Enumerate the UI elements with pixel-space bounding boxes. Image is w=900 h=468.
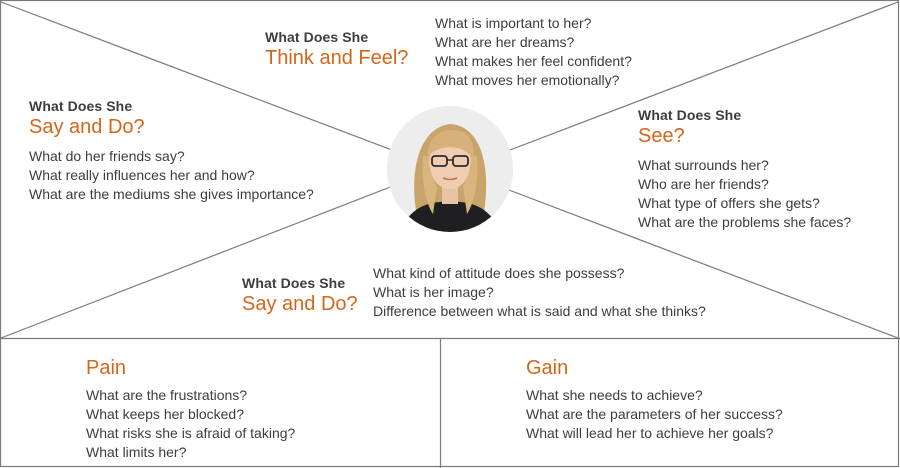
- see-title: See?: [638, 125, 685, 147]
- think-feel-questions: What is important to her? What are her d…: [435, 14, 632, 90]
- pain-title: Pain: [86, 357, 127, 379]
- say-do-left-kicker: What Does She: [29, 98, 133, 114]
- question-item: What surrounds her?: [638, 157, 769, 173]
- question-item: What keeps her blocked?: [86, 406, 244, 422]
- pain-section: Pain What are the frustrations? What kee…: [86, 357, 295, 462]
- think-feel-heading: What Does She Think and Feel?: [265, 29, 408, 78]
- pain-questions: What are the frustrations? What keeps he…: [86, 386, 295, 462]
- say-do-bottom-title: Say and Do?: [242, 293, 358, 315]
- question-item: What is her image?: [373, 284, 494, 300]
- question-item: What moves her emotionally?: [435, 72, 620, 88]
- say-do-bottom-questions: What kind of attitude does she possess? …: [373, 264, 706, 321]
- question-item: What do her friends say?: [29, 148, 185, 164]
- say-do-bottom-heading: What Does She Say and Do?: [242, 275, 358, 324]
- diagonal-top-left: [0, 1, 393, 151]
- question-item: What are the problems she faces?: [638, 214, 852, 230]
- persona-portrait: [387, 106, 513, 232]
- question-item: What is important to her?: [435, 15, 592, 31]
- see-section: What Does She See? What surrounds her? W…: [638, 107, 851, 232]
- question-item: What kind of attitude does she possess?: [373, 265, 625, 281]
- question-item: What risks she is afraid of taking?: [86, 425, 296, 441]
- diagonal-bottom-left: [0, 185, 394, 339]
- say-do-left-questions: What do her friends say? What really inf…: [29, 147, 314, 204]
- question-item: What type of offers she gets?: [638, 195, 820, 211]
- gain-questions: What she needs to achieve? What are the …: [526, 386, 783, 443]
- say-do-bottom-kicker: What Does She: [242, 275, 346, 291]
- question-item: What makes her feel confident?: [435, 53, 632, 69]
- diagonal-bottom-right: [508, 189, 899, 339]
- question-item: What are her dreams?: [435, 34, 575, 50]
- question-item: What are the frustrations?: [86, 387, 248, 403]
- question-item: What are the parameters of her success?: [526, 406, 783, 422]
- question-item: What really influences her and how?: [29, 167, 255, 183]
- gain-section: Gain What she needs to achieve? What are…: [526, 357, 783, 443]
- say-do-left-title: Say and Do?: [29, 116, 145, 138]
- question-item: What limits her?: [86, 444, 187, 460]
- think-feel-kicker: What Does She: [265, 29, 369, 45]
- question-item: What she needs to achieve?: [526, 387, 703, 403]
- question-item: Difference between what is said and what…: [373, 303, 706, 319]
- question-item: What will lead her to achieve her goals?: [526, 425, 774, 441]
- say-do-left-section: What Does She Say and Do? What do her fr…: [29, 98, 314, 204]
- diagonal-top-right: [509, 1, 899, 151]
- question-item: What are the mediums she gives importanc…: [29, 186, 314, 202]
- think-feel-title: Think and Feel?: [265, 47, 409, 69]
- question-item: Who are her friends?: [638, 176, 769, 192]
- gain-title: Gain: [526, 357, 569, 379]
- see-kicker: What Does She: [638, 107, 742, 123]
- woman-portrait-icon: [387, 106, 513, 232]
- see-questions: What surrounds her? Who are her friends?…: [638, 156, 851, 232]
